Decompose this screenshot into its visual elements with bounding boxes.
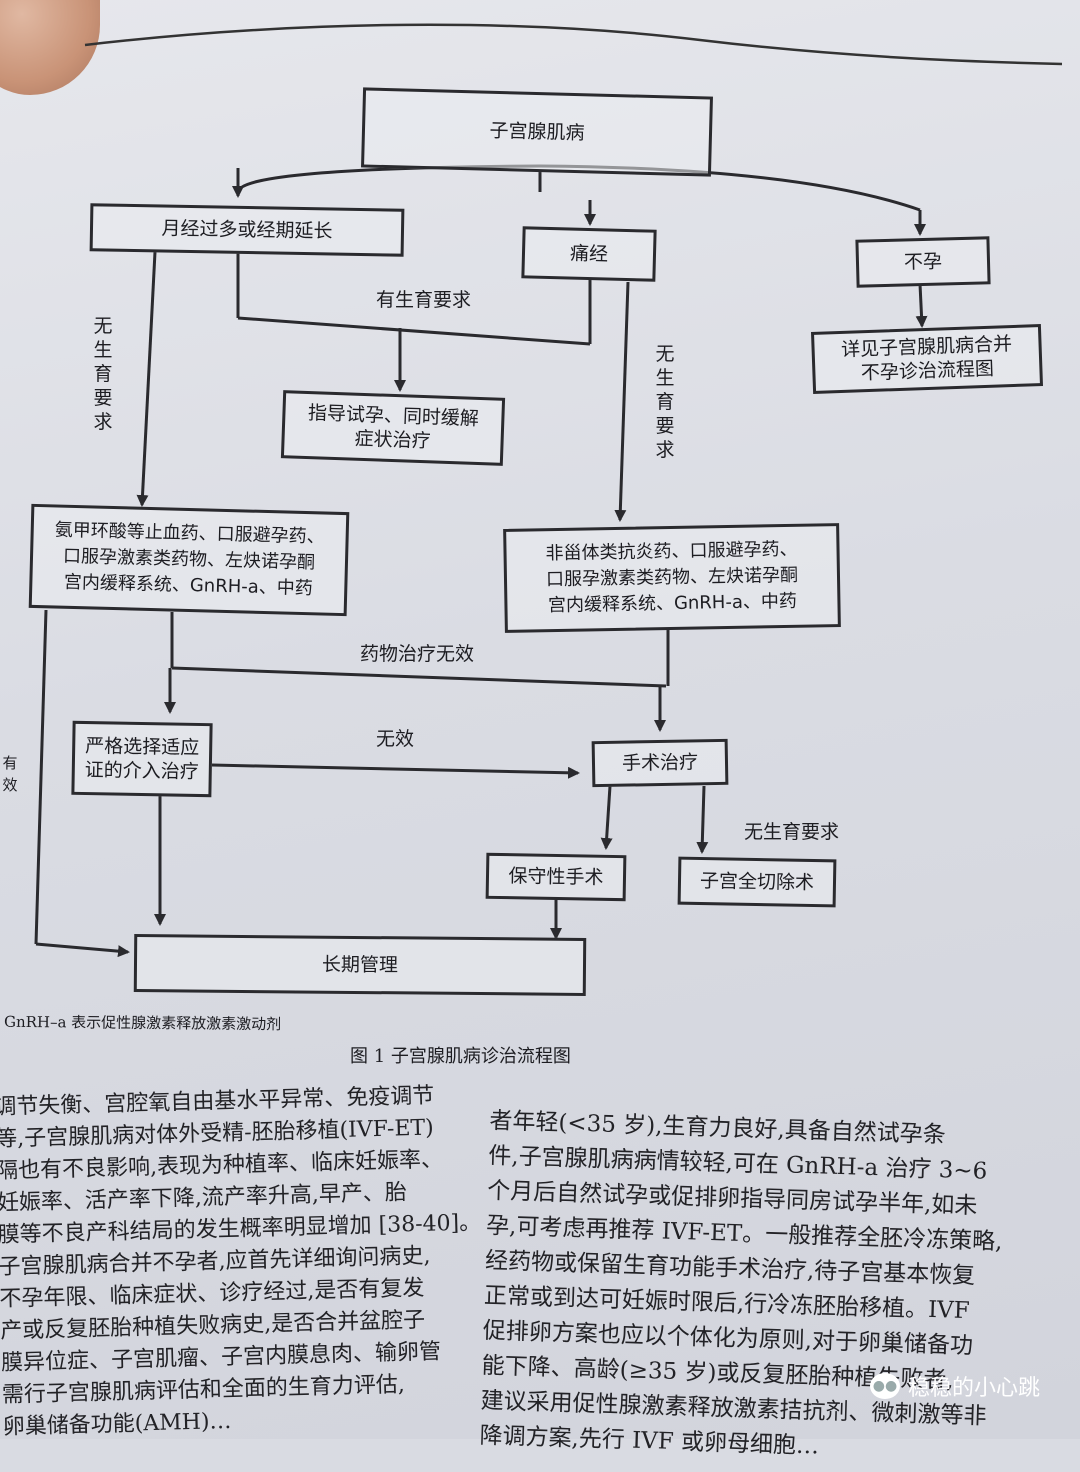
watermark: ●● 稳稳的小心跳 bbox=[869, 1370, 1040, 1402]
node-infertility: 不孕 bbox=[855, 236, 991, 288]
node-drugs-left: 氨甲环酸等止血药、口服避孕药、 口服孕激素类药物、左炔诺孕酮 宫内缓释系统、Gn… bbox=[28, 503, 350, 617]
label-ineffective: 无效 bbox=[376, 728, 415, 750]
node-long-term-management: 长期管理 bbox=[133, 934, 587, 996]
node-guide-conception: 指导试孕、同时缓解 症状治疗 bbox=[280, 390, 506, 466]
node-hysterectomy: 子宫全切除术 bbox=[677, 856, 837, 908]
label-no-fertility-surgery: 无生育要求 bbox=[744, 821, 840, 843]
node-drugs-right: 非甾体类抗炎药、口服避孕药、 口服孕激素类药物、左炔诺孕酮 宫内缓释系统、GnR… bbox=[503, 523, 841, 633]
footnote: GnRH–a 表示促性腺激素释放激素激动剂 bbox=[3, 1012, 282, 1034]
node-conservative-surgery: 保守性手术 bbox=[485, 852, 627, 902]
wechat-icon: ●● bbox=[869, 1373, 900, 1399]
body-left-column: 调节失衡、宫腔氧自由基水平异常、免疫调节 等,子宫腺肌病对体外受精-胚胎移植(I… bbox=[0, 1080, 473, 1444]
node-menorrhagia: 月经过多或经期延长 bbox=[89, 203, 405, 257]
node-adenomyosis: 子宫腺肌病 bbox=[361, 87, 713, 177]
node-see-infertility-chart: 详见子宫腺肌病合并 不孕诊治流程图 bbox=[810, 324, 1044, 394]
label-fertility-wish: 有生育要求 bbox=[376, 289, 472, 311]
label-drug-ineffective: 药物治疗无效 bbox=[360, 643, 475, 665]
node-surgery: 手术治疗 bbox=[591, 738, 729, 788]
label-no-fertility-right: 无生育要求 bbox=[655, 343, 675, 461]
body-right-column: 者年轻(<35 岁),生育力良好,具备自然试孕条 件,子宫腺肌病病情较轻,可在 … bbox=[479, 1104, 1074, 1472]
node-dysmenorrhea: 痛经 bbox=[521, 226, 657, 282]
node-intervention: 严格选择适应 证的介入治疗 bbox=[71, 720, 213, 798]
figure-caption: 图 1 子宫腺肌病诊治流程图 bbox=[350, 1046, 571, 1067]
label-no-fertility-left: 无生育要求 bbox=[93, 315, 113, 433]
watermark-text: 稳稳的小心跳 bbox=[907, 1376, 1040, 1401]
page-edge bbox=[84, 23, 1063, 66]
label-effective: 有效 bbox=[2, 754, 18, 794]
